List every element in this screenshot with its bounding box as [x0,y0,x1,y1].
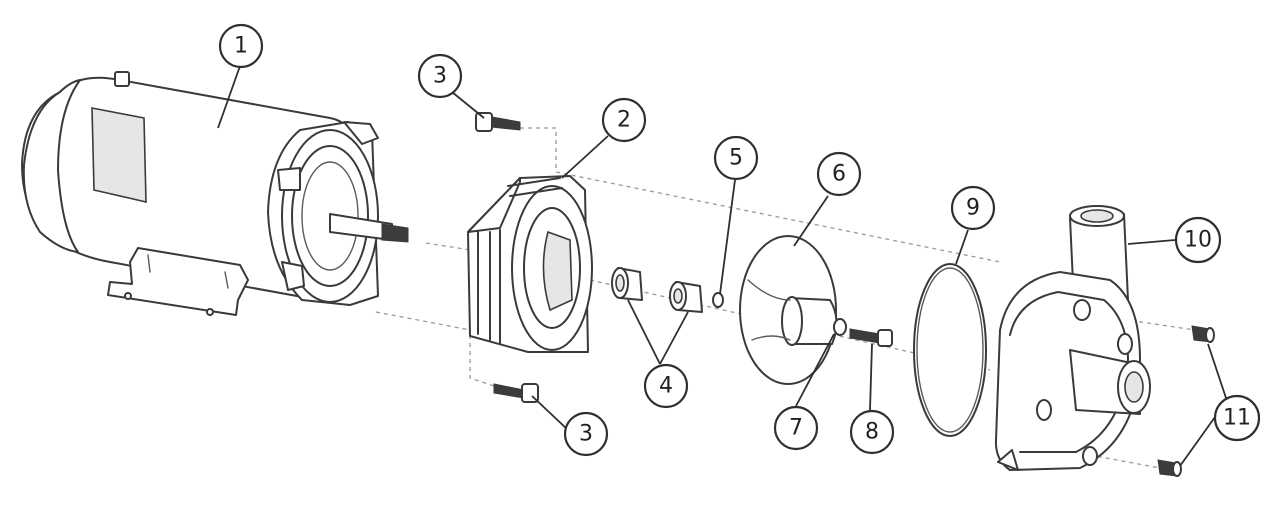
leader-lines [217,65,1227,467]
o-ring-part [833,318,847,336]
svg-text:3: 3 [433,64,447,89]
alignment-guides [375,127,1196,469]
plug-upper-part [1191,325,1215,343]
svg-text:6: 6 [832,162,846,187]
callout-4: 4 [643,363,689,409]
svg-text:11: 11 [1223,406,1251,431]
svg-text:2: 2 [617,108,631,133]
adapter-bracket-part [467,175,593,353]
svg-text:4: 4 [659,374,673,399]
callout-1: 1 [218,23,264,69]
screw-part [849,328,893,347]
bolt-upper-part [475,112,521,132]
plug-lower-part [1157,459,1182,477]
callout-7: 7 [773,405,819,451]
callout-5: 5 [713,135,759,181]
bushing-parts [611,267,703,313]
small-ring-part [712,292,724,308]
svg-text:1: 1 [234,34,248,59]
motor-part [21,71,409,316]
svg-text:10: 10 [1184,228,1212,253]
svg-text:8: 8 [865,420,879,445]
impeller-part [739,235,838,385]
svg-text:3: 3 [579,422,593,447]
gasket-part [913,263,987,437]
svg-text:9: 9 [966,196,980,221]
callout-9: 9 [950,185,996,231]
pump-housing-part [994,205,1151,471]
callout-3-lower: 3 [563,411,609,457]
callout-11: 11 [1213,394,1261,442]
bolt-lower-part [493,383,539,403]
callout-2: 2 [601,97,647,143]
callout-8: 8 [849,409,895,455]
callout-6: 6 [816,151,862,197]
svg-text:5: 5 [729,146,743,171]
callout-3-upper: 3 [417,53,463,99]
svg-text:7: 7 [789,416,803,441]
callout-10: 10 [1174,216,1222,264]
